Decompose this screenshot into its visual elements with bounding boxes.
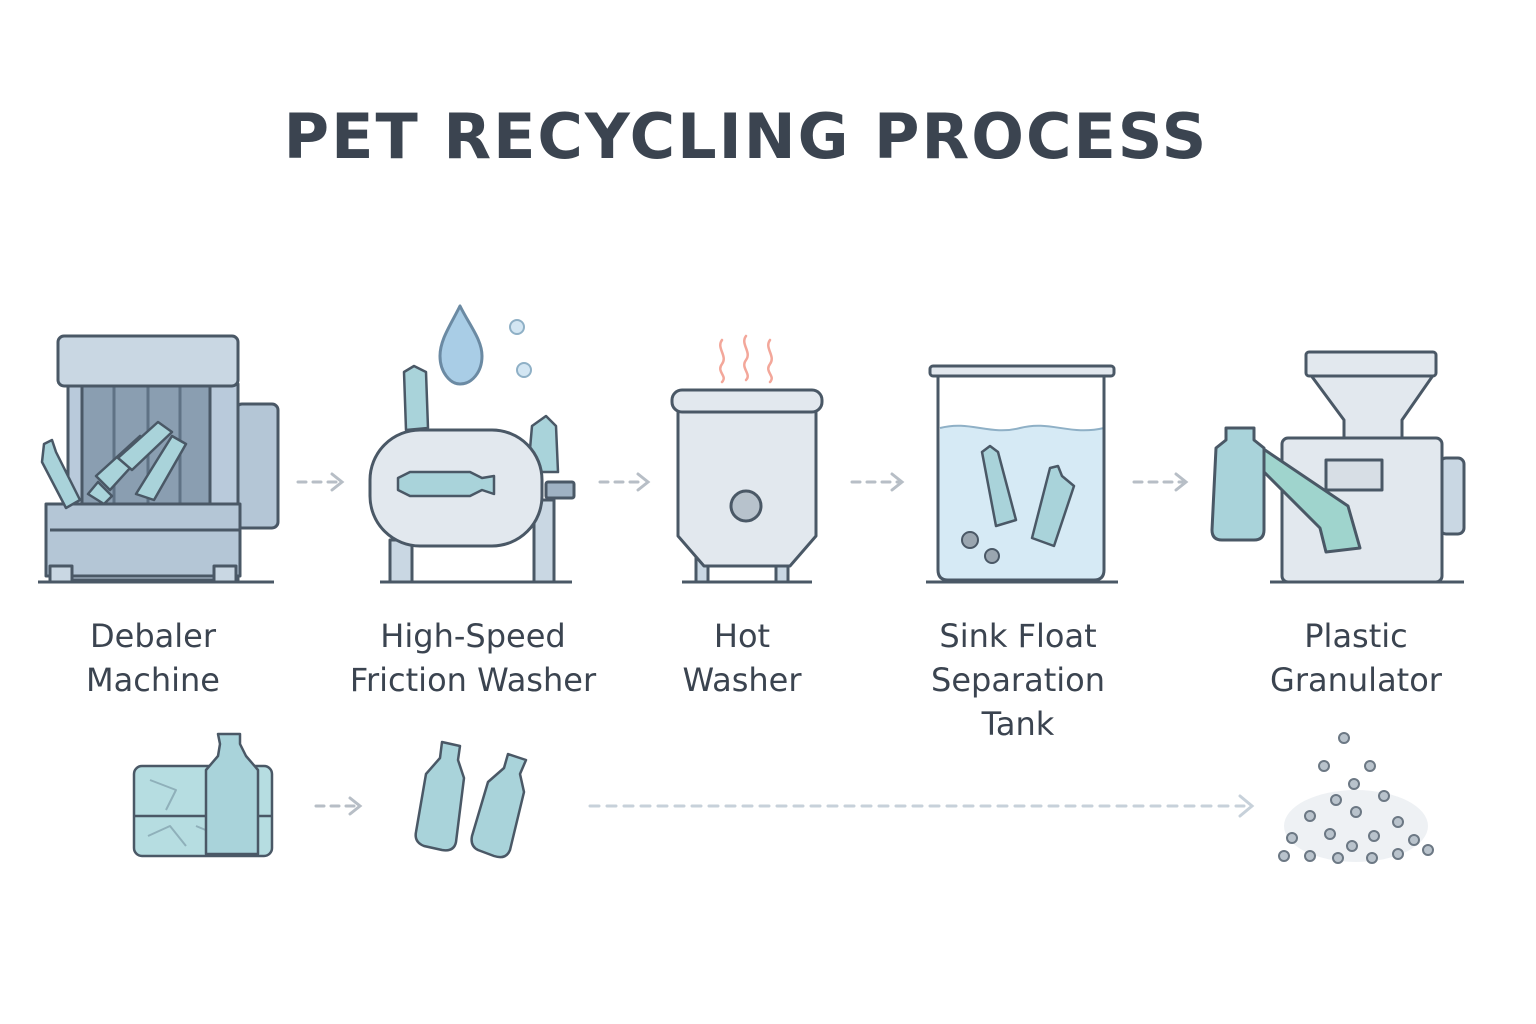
hot-washer-icon [670,334,824,584]
steam-icon [719,334,773,384]
bale-icon [132,732,274,858]
flow-arrow-3 [850,472,905,492]
flow-arrow-4 [1132,472,1189,492]
sink-float-tank-icon [926,364,1118,584]
bottles-icon [414,740,528,859]
flow-arrow-2 [598,472,651,492]
pellets-icon [1278,732,1434,864]
water-drop-icon [438,304,484,386]
page-title: PET RECYCLING PROCESS [283,100,1209,173]
flow-arrow-6 [588,794,1255,818]
granulator-icon [1210,350,1466,584]
debaler-machine-icon [38,334,280,584]
flow-arrow-1 [296,472,345,492]
flow-arrow-5 [314,796,363,816]
friction-washer-icon [368,304,576,584]
